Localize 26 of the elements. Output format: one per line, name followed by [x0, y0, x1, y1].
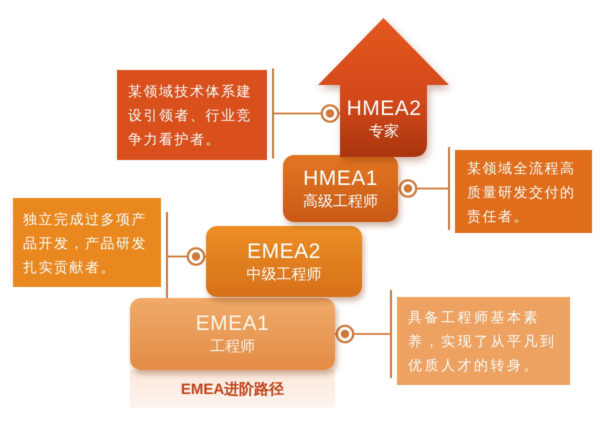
- caption-band: [130, 370, 335, 408]
- level-title: 工程师: [210, 337, 255, 357]
- callout-text: 具备工程师基本素养，实现了从平凡到优质人才的转身。: [408, 308, 558, 375]
- level-code: EMEA1: [196, 311, 270, 336]
- caption-text: EMEA进阶路径: [180, 380, 284, 398]
- leader-line: [272, 68, 340, 158]
- callout-box: [397, 297, 570, 385]
- level-title: 专家: [369, 122, 399, 142]
- level-title: 中级工程师: [246, 264, 322, 284]
- step-block: [206, 226, 362, 297]
- up-arrow-step: [318, 18, 449, 157]
- leader-line: [166, 212, 206, 301]
- leader-line: [335, 290, 392, 378]
- callout-text: 某领域技术体系建设引领者、行业竞争力看护者。: [128, 82, 253, 149]
- step-block: [283, 155, 398, 222]
- callout-text: 独立完成过多项产品开发，产品研发扎实贡献者。: [23, 210, 148, 276]
- callout-box: [117, 70, 267, 160]
- callout-box: [455, 150, 592, 233]
- step-block: [130, 298, 335, 370]
- level-title: 高级工程师: [303, 192, 378, 212]
- leader-line: [398, 147, 450, 230]
- level-code: HMEA1: [303, 166, 378, 190]
- callout-text: 某领域全流程高质量研发交付的责任者。: [467, 158, 576, 226]
- level-code: EMEA2: [247, 238, 321, 264]
- level-code: HMEA2: [346, 96, 422, 121]
- callout-box: [13, 198, 161, 287]
